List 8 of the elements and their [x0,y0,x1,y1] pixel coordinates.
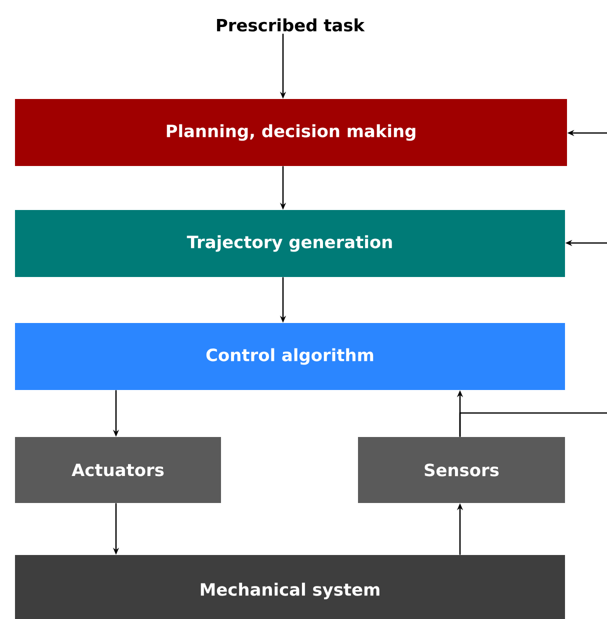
process-box: Sensors [358,437,565,503]
line [459,412,607,437]
process-box: Control algorithm [15,323,565,390]
process-box: Mechanical system [15,555,565,619]
heading-text: Prescribed task [217,18,365,32]
process-box: Planning, decision making [15,99,567,166]
process-box: Trajectory generation [15,210,565,277]
process-box: Actuators [15,437,221,503]
